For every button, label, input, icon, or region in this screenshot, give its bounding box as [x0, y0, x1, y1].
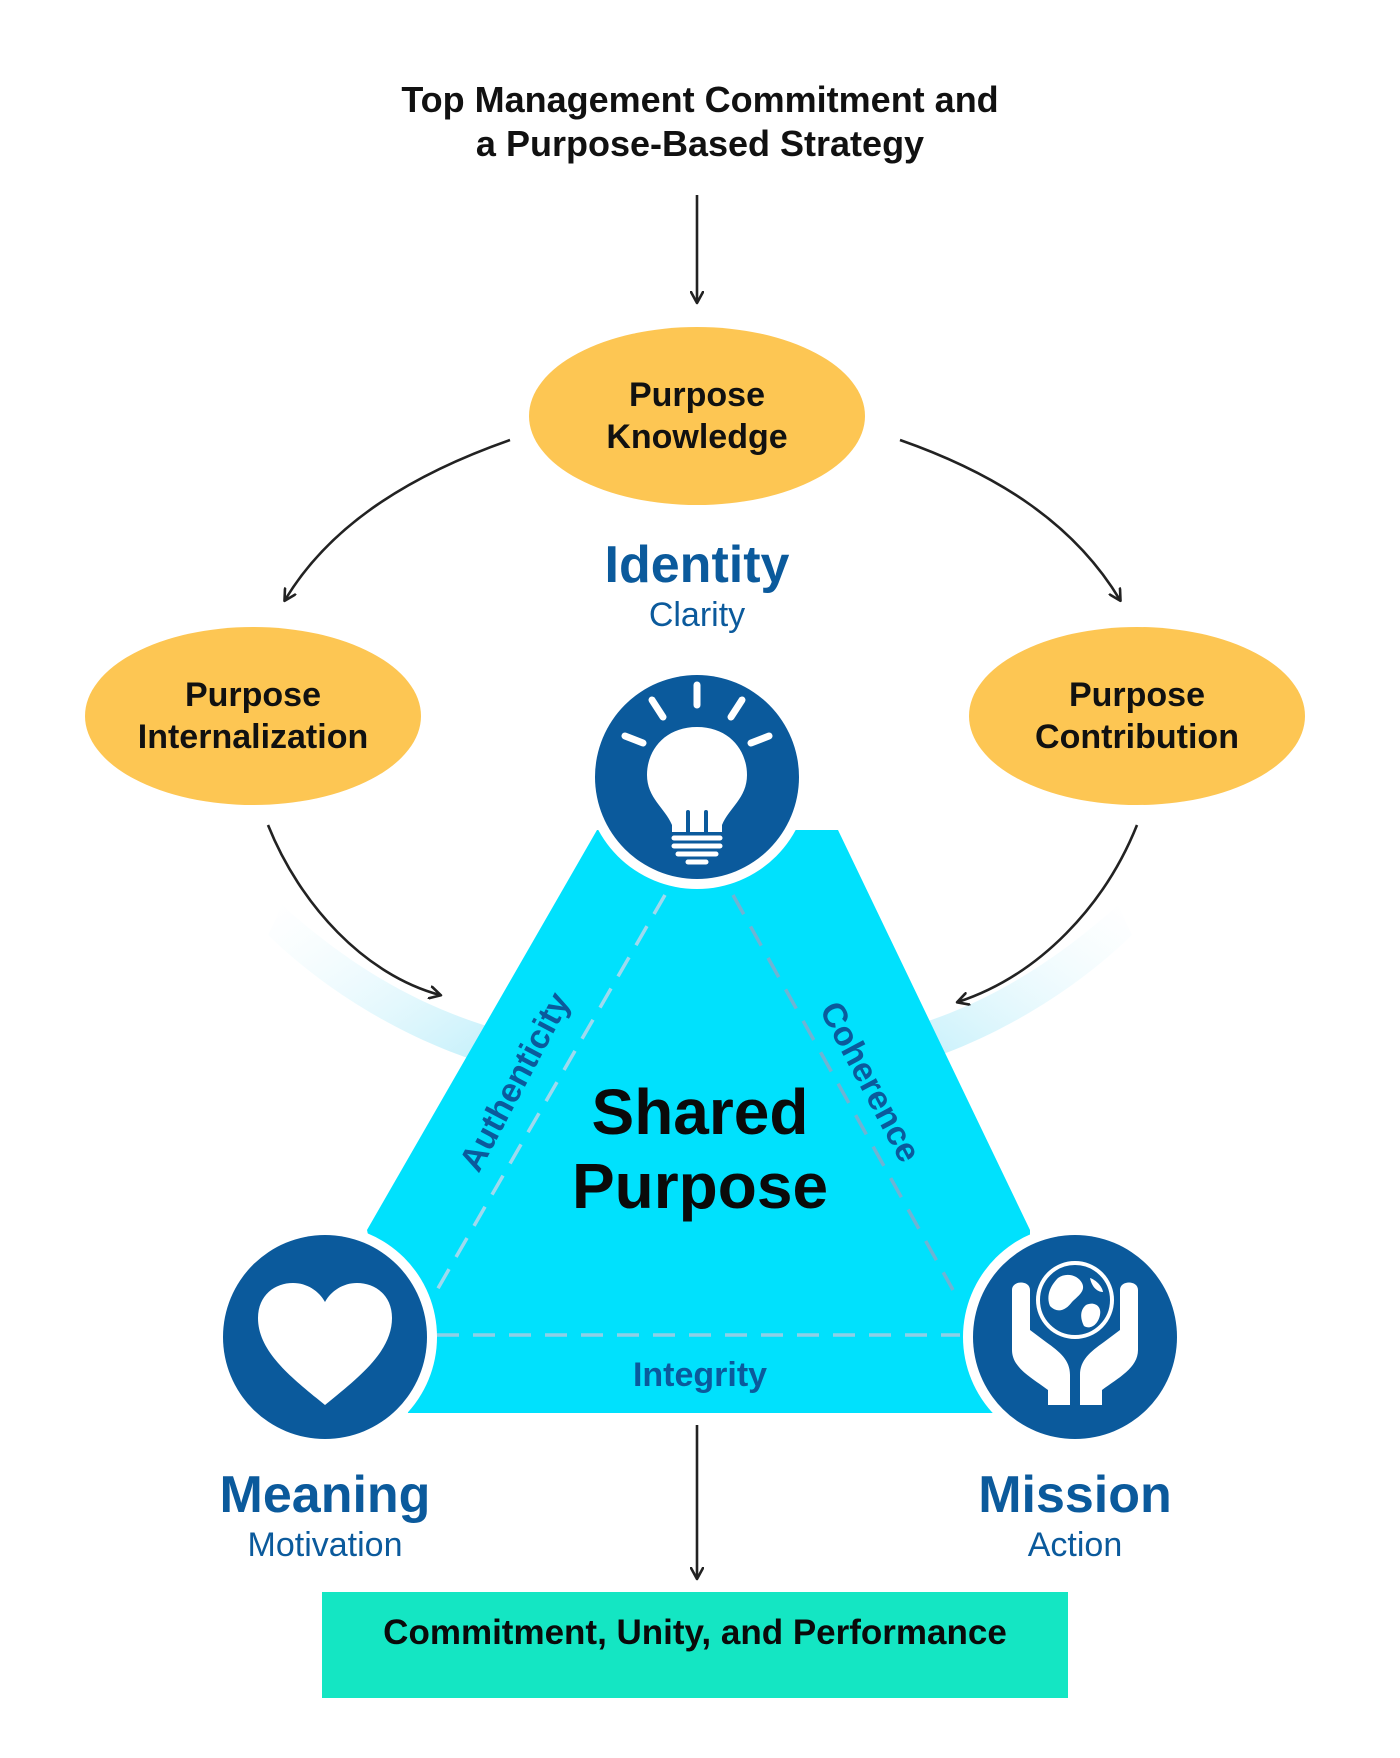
- identity-subtitle: Clarity: [648, 596, 746, 634]
- lightbulb-icon: [621, 681, 773, 865]
- arrow-internalization-to-center: [266, 824, 440, 995]
- knowledge-ellipse: [529, 327, 865, 505]
- heading-line-1: Top Management Commitment and: [401, 79, 999, 120]
- dashed-edge-left: [435, 894, 667, 1291]
- left-glow: [268, 905, 500, 1065]
- outcome-label: Commitment, Unity, and Performance: [383, 1613, 1007, 1652]
- contribution-line-2: Contribution: [1035, 718, 1239, 756]
- internalization-label: Purpose Internalization: [93, 674, 413, 758]
- knowledge-line-2: Knowledge: [606, 418, 788, 456]
- shared-purpose-label: Shared Purpose: [500, 1075, 900, 1223]
- heading-line-2: a Purpose-Based Strategy: [475, 123, 925, 164]
- right-glow: [900, 905, 1132, 1065]
- meaning-title: Meaning: [219, 1466, 431, 1524]
- contribution-line-1: Purpose: [1068, 676, 1206, 714]
- arrow-contribution-to-center: [958, 824, 1139, 1002]
- mission-label: Mission Action: [925, 1465, 1225, 1565]
- internalization-line-2: Internalization: [137, 718, 369, 756]
- knowledge-line-1: Purpose: [628, 376, 766, 414]
- mission-title: Mission: [978, 1466, 1172, 1524]
- internalization-ellipse: [85, 627, 421, 805]
- contribution-ellipse: [969, 627, 1305, 805]
- identity-title: Identity: [604, 536, 790, 594]
- knowledge-label: Purpose Knowledge: [547, 374, 847, 458]
- heart-icon: [258, 1283, 392, 1405]
- globe-hands-icon: [1012, 1261, 1138, 1405]
- internalization-line-1: Purpose: [184, 676, 322, 714]
- mission-subtitle: Action: [1027, 1526, 1123, 1564]
- shared-purpose-line-2: Purpose: [571, 1150, 829, 1222]
- outcome-box: [322, 1592, 1068, 1698]
- integrity-label: Integrity: [632, 1356, 768, 1394]
- arrow-knowledge-to-contribution: [899, 438, 1120, 600]
- shared-purpose-line-1: Shared: [591, 1076, 809, 1148]
- arrow-knowledge-to-internalization: [285, 438, 511, 600]
- dashed-edge-right: [731, 894, 955, 1291]
- meaning-subtitle: Motivation: [247, 1526, 403, 1564]
- identity-label: Identity Clarity: [547, 535, 847, 635]
- shared-purpose-triangle: [367, 830, 1030, 1413]
- diagram-heading: Top Management Commitment and a Purpose-…: [300, 78, 1100, 166]
- contribution-label: Purpose Contribution: [977, 674, 1297, 758]
- meaning-label: Meaning Motivation: [175, 1465, 475, 1565]
